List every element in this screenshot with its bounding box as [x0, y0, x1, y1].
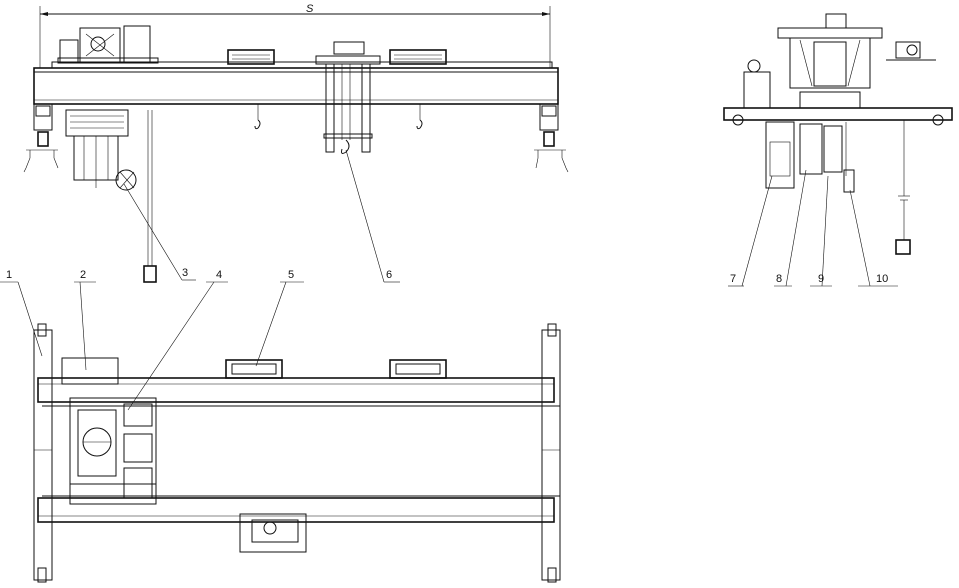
leader-3 [123, 183, 196, 281]
front-elevation-view: S [23, 3, 569, 283]
callout-6-label: 6 [386, 269, 392, 281]
side-elevation-view: 7 8 9 10 [723, 13, 953, 287]
walkway-motor-1 [227, 49, 275, 65]
plan-view: 1 2 4 5 [0, 269, 561, 583]
aux-trolley-frame [315, 41, 381, 154]
callout-2-label: 2 [80, 269, 86, 281]
callout-4-label: 4 [216, 269, 222, 281]
walkway-motor-2 [389, 49, 447, 65]
small-hook-1 [254, 104, 261, 130]
main-girder [33, 61, 559, 105]
leader-6 [345, 149, 400, 283]
end-carriage-right [534, 103, 569, 173]
small-hook-2 [416, 104, 423, 130]
callout-8-label: 8 [776, 273, 782, 285]
span-dimension: S [39, 3, 551, 68]
callout-7-label: 7 [730, 273, 736, 285]
callout-1-label: 1 [6, 269, 12, 281]
callout-9-label: 9 [818, 273, 824, 285]
electric-cabinet-top [57, 25, 159, 64]
span-dimension-label: S [306, 3, 314, 15]
callout-5-label: 5 [288, 269, 294, 281]
callout-10-label: 10 [876, 273, 888, 285]
end-carriage-left [23, 103, 59, 173]
callout-3-label: 3 [182, 267, 188, 279]
main-trolley-underslung [65, 109, 157, 283]
